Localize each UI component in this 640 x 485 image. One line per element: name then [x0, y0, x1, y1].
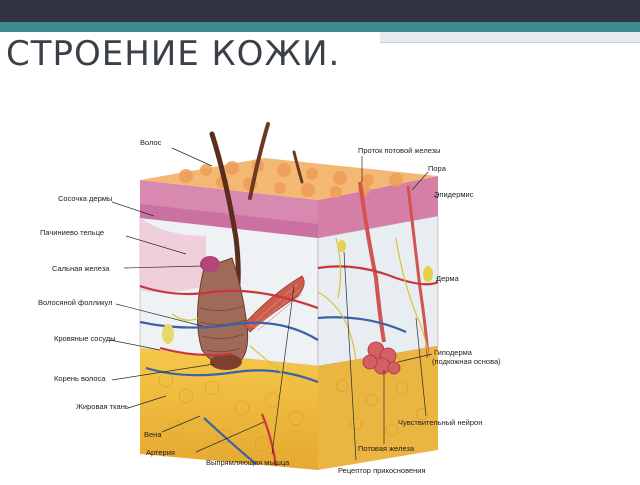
slide-accent-strip — [380, 32, 640, 42]
sweat-gland-coil — [362, 341, 401, 375]
pacinian-corpuscle — [162, 324, 174, 344]
epidermis-basal-layer — [140, 204, 318, 238]
papillary-dermis — [140, 218, 206, 293]
slide-title: СТРОЕНИЕ КОЖИ. — [6, 34, 341, 74]
label-hair-root: Корень волоса — [54, 374, 106, 383]
label-sweat-duct: Проток потовой железы — [358, 146, 441, 155]
label-sweat-gland: Потовая железа — [358, 444, 415, 453]
slide-accent-bar — [0, 22, 640, 32]
hair-shaft-small — [292, 150, 304, 184]
label-pore: Пора — [428, 164, 446, 173]
sweat-duct-side — [406, 185, 430, 359]
label-hair: Волос — [140, 138, 162, 147]
skin-diagram: Волос Проток потовой железы Пора Эпидерм… — [36, 118, 520, 480]
label-sebaceous-gland: Сальная железа — [52, 264, 110, 273]
skin-block-illustration — [109, 122, 439, 470]
label-artery: Артерия — [146, 448, 175, 457]
label-hypodermis-note: (подкожная основа) — [432, 357, 501, 366]
label-epidermis: Эпидермис — [434, 190, 474, 199]
sebaceous-gland — [200, 256, 220, 272]
label-hypodermis: Гиподерма — [434, 348, 472, 357]
follicle-striations — [199, 305, 247, 352]
label-adipose-tissue: Жировая ткань — [76, 402, 129, 411]
fat-side-face — [318, 346, 438, 470]
label-hair-follicle: Волосяной фолликул — [38, 298, 113, 307]
leader-lines — [109, 147, 439, 461]
label-sensory-neuron: Чувствительный нейрон — [398, 418, 483, 427]
slide-accent-line — [380, 42, 640, 43]
label-vein: Вена — [144, 430, 162, 439]
slide-top-bar — [0, 0, 640, 22]
label-lamellar-corpuscle: Пачиниево тельце — [40, 228, 105, 237]
nerve-fibers — [171, 237, 431, 419]
label-dermal-papilla: Сосочка дермы — [58, 194, 113, 203]
label-dermis: Дерма — [436, 274, 459, 283]
label-erector-muscle: Выпрямляющая мышца — [206, 458, 290, 467]
touch-receptor — [338, 240, 346, 252]
fat-front-face — [140, 348, 318, 470]
receptor-side — [423, 266, 433, 282]
label-blood-vessels: Кровяные сосуды — [54, 334, 116, 343]
label-touch-receptor: Рецептор прикосновения — [338, 466, 426, 475]
blood-vessels — [139, 265, 439, 467]
hair-bulb — [210, 354, 242, 370]
hair-shaft-secondary — [248, 122, 270, 200]
sweat-duct — [358, 181, 386, 343]
